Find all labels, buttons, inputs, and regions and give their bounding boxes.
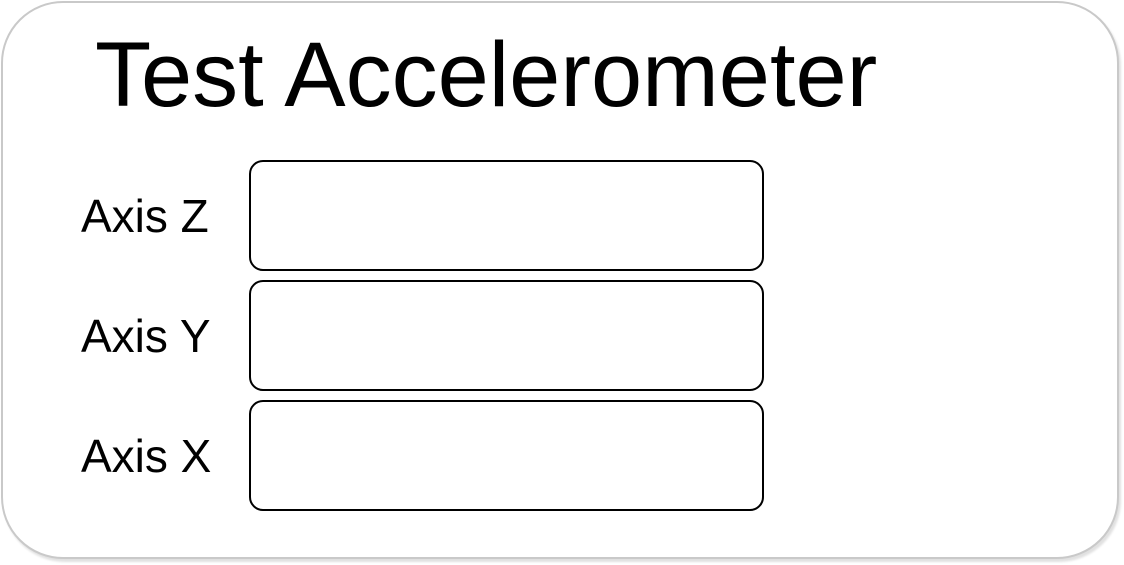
axis-z-value-field[interactable] [249,160,764,271]
axis-y-label: Axis Y [81,310,211,362]
axis-x-label: Axis X [81,430,212,482]
axis-y-value-field[interactable] [249,280,764,391]
page-title: Test Accelerometer [95,24,878,126]
axis-z-label: Axis Z [81,190,209,242]
axis-x-value-field[interactable] [249,400,764,511]
